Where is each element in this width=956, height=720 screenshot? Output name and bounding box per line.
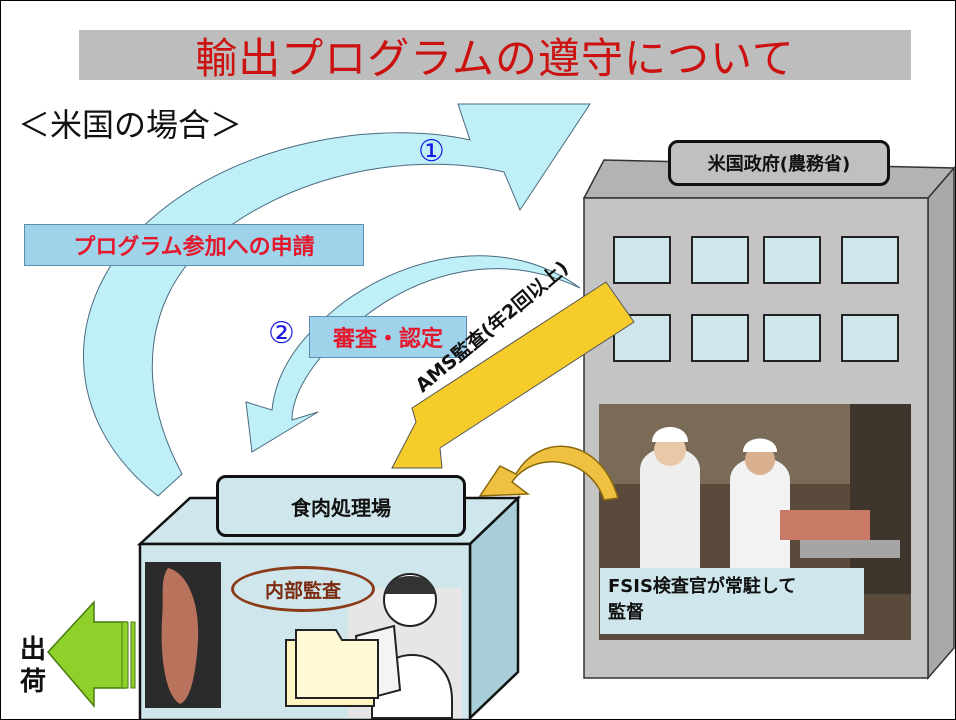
fsis-caption: FSIS検査官が常駐して 監督 (600, 568, 864, 634)
plant-label: 食肉処理場 (216, 475, 466, 537)
building-windows (613, 236, 899, 362)
building-side (927, 165, 955, 681)
internal-audit-label: 内部監査 (231, 566, 375, 612)
fsis-oversight-arrow (478, 445, 619, 501)
fsis-caption-line-1: FSIS検査官が常駐して (608, 576, 797, 597)
meat-carcass-image (145, 562, 221, 708)
step-2-number: ② (268, 316, 295, 351)
step-1-number: ① (418, 134, 445, 169)
inspector-illustration (285, 573, 462, 719)
ams-audit-arrow (391, 281, 635, 469)
shipment-arrow (46, 600, 136, 709)
subtitle: ＜米国の場合＞ (18, 106, 243, 144)
government-label: 米国政府(農務省) (668, 140, 890, 186)
application-label: プログラム参加への申請 (24, 224, 364, 266)
fsis-caption-line-2: 監督 (608, 602, 644, 623)
review-certification-label: 審査・認定 (309, 316, 467, 358)
title-bar: 輸出プログラムの遵守について (79, 30, 911, 83)
shipment-label: 出荷 (20, 635, 47, 697)
page-title: 輸出プログラムの遵守について (195, 33, 795, 83)
application-arrow (83, 103, 591, 497)
